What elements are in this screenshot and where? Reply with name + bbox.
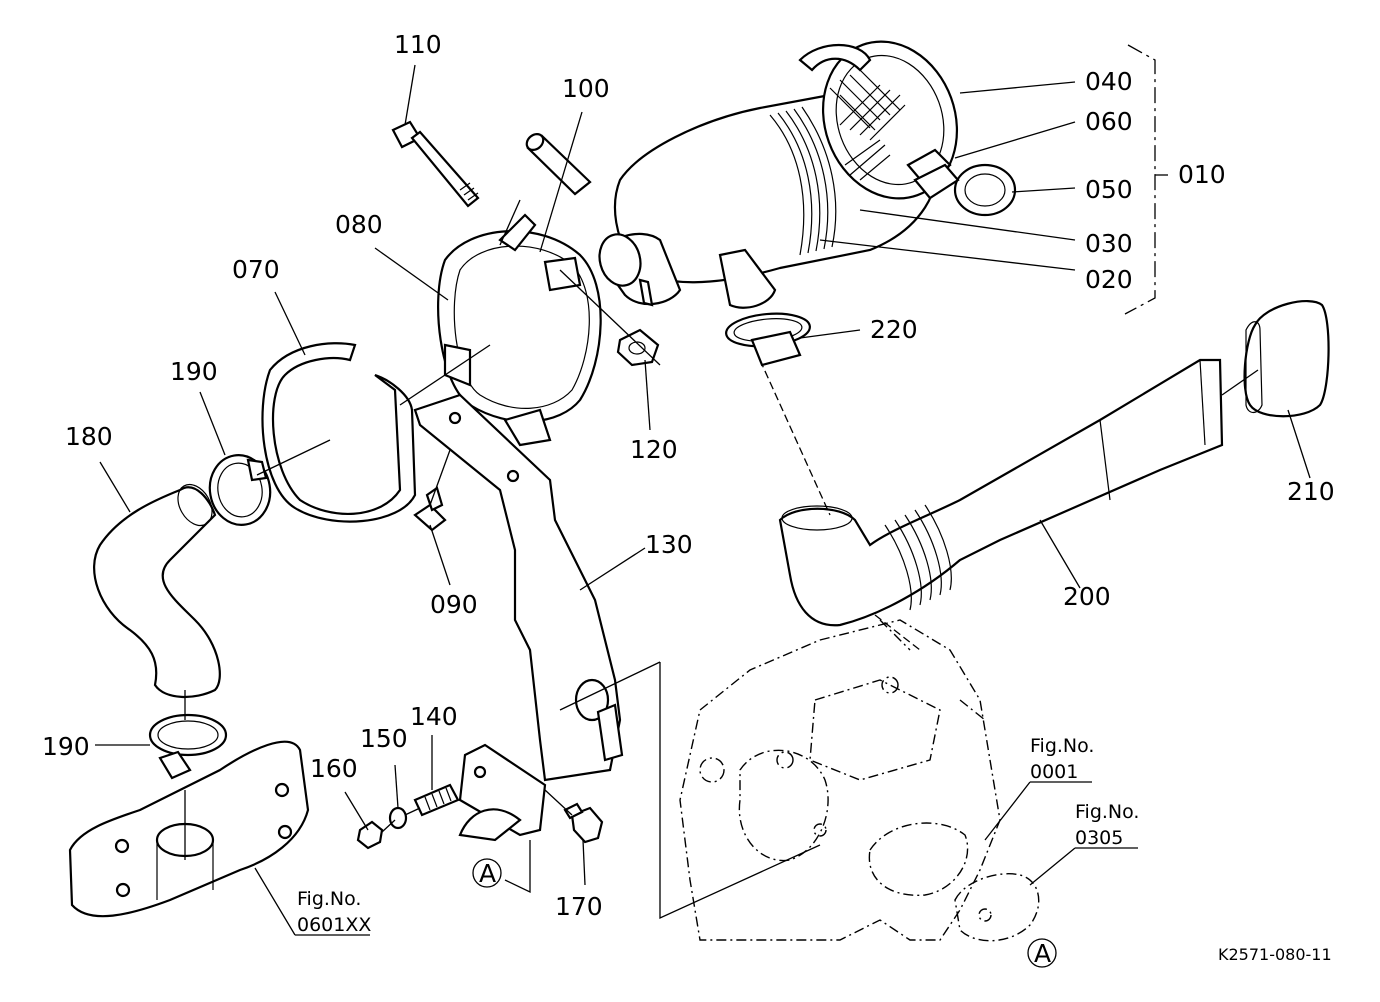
callout-050: 050	[1085, 175, 1133, 204]
marker-a-2: A	[1034, 939, 1051, 968]
callout-120: 120	[630, 435, 678, 464]
callout-040: 040	[1085, 67, 1133, 96]
marker-a-1: A	[479, 859, 496, 888]
callout-210: 210	[1287, 477, 1335, 506]
part-190-clamp-upper	[208, 454, 272, 526]
part-070-band	[261, 342, 417, 523]
callout-020: 020	[1085, 265, 1133, 294]
air-cleaner-assembly	[598, 40, 1017, 309]
part-160-nut	[356, 820, 384, 850]
part-130-bracket	[413, 393, 624, 842]
group-label-010: 010	[1178, 160, 1226, 189]
part-120-nut	[616, 328, 660, 367]
group-bracket-010	[1124, 44, 1168, 315]
part-100	[525, 133, 592, 196]
part-090-stud	[413, 486, 447, 532]
callout-060: 060	[1085, 107, 1133, 136]
marker-a-circle-2	[1027, 938, 1057, 968]
part-190-clamp-lower	[148, 713, 228, 780]
drawing-code: K2571-080-11	[1218, 945, 1332, 964]
part-080-band	[437, 213, 602, 447]
fig-ref-0601xx-number: 0601XX	[297, 914, 371, 936]
callout-080: 080	[335, 210, 383, 239]
callout-labels: 040 060 050 030 020 010 110 100 080 070 …	[42, 30, 1335, 921]
assembly-lines	[184, 199, 1259, 920]
callout-170: 170	[555, 892, 603, 921]
callout-140: 140	[410, 702, 458, 731]
fig-ref-0601xx-title: Fig.No.	[297, 888, 361, 910]
callout-220: 220	[870, 315, 918, 344]
engine-block	[679, 619, 1040, 942]
part-140-stud	[413, 783, 460, 817]
callout-100: 100	[562, 74, 610, 103]
callout-130: 130	[645, 530, 693, 559]
fig-ref-0001-number: 0001	[1030, 761, 1078, 783]
fig-ref-0305-number: 0305	[1075, 827, 1123, 849]
callout-070: 070	[232, 255, 280, 284]
part-110-bolt	[391, 120, 480, 208]
callout-150: 150	[360, 724, 408, 753]
fig-ref-0305-title: Fig.No.	[1075, 801, 1139, 823]
part-210-gasket	[1243, 300, 1330, 418]
callout-110: 110	[394, 30, 442, 59]
part-180-hose	[93, 483, 221, 699]
marker-a-circle-1	[472, 858, 502, 888]
figure-references: Fig.No. 0001 Fig.No. 0305 Fig.No. 0601XX	[297, 735, 1139, 936]
callout-030: 030	[1085, 229, 1133, 258]
callout-190-lower: 190	[42, 732, 90, 761]
callout-190-upper: 190	[170, 357, 218, 386]
part-150-washer	[388, 806, 408, 830]
callout-090: 090	[430, 590, 478, 619]
part-170-bolt	[563, 802, 604, 844]
fig-ref-0001-title: Fig.No.	[1030, 735, 1094, 757]
intake-manifold	[68, 740, 310, 918]
part-200-pipe	[778, 358, 1224, 627]
callout-180: 180	[65, 422, 113, 451]
leader-lines	[95, 64, 1311, 936]
callout-200: 200	[1063, 582, 1111, 611]
reference-markers: A A	[472, 858, 1057, 968]
part-220-clamp	[725, 312, 811, 367]
callout-160: 160	[310, 754, 358, 783]
